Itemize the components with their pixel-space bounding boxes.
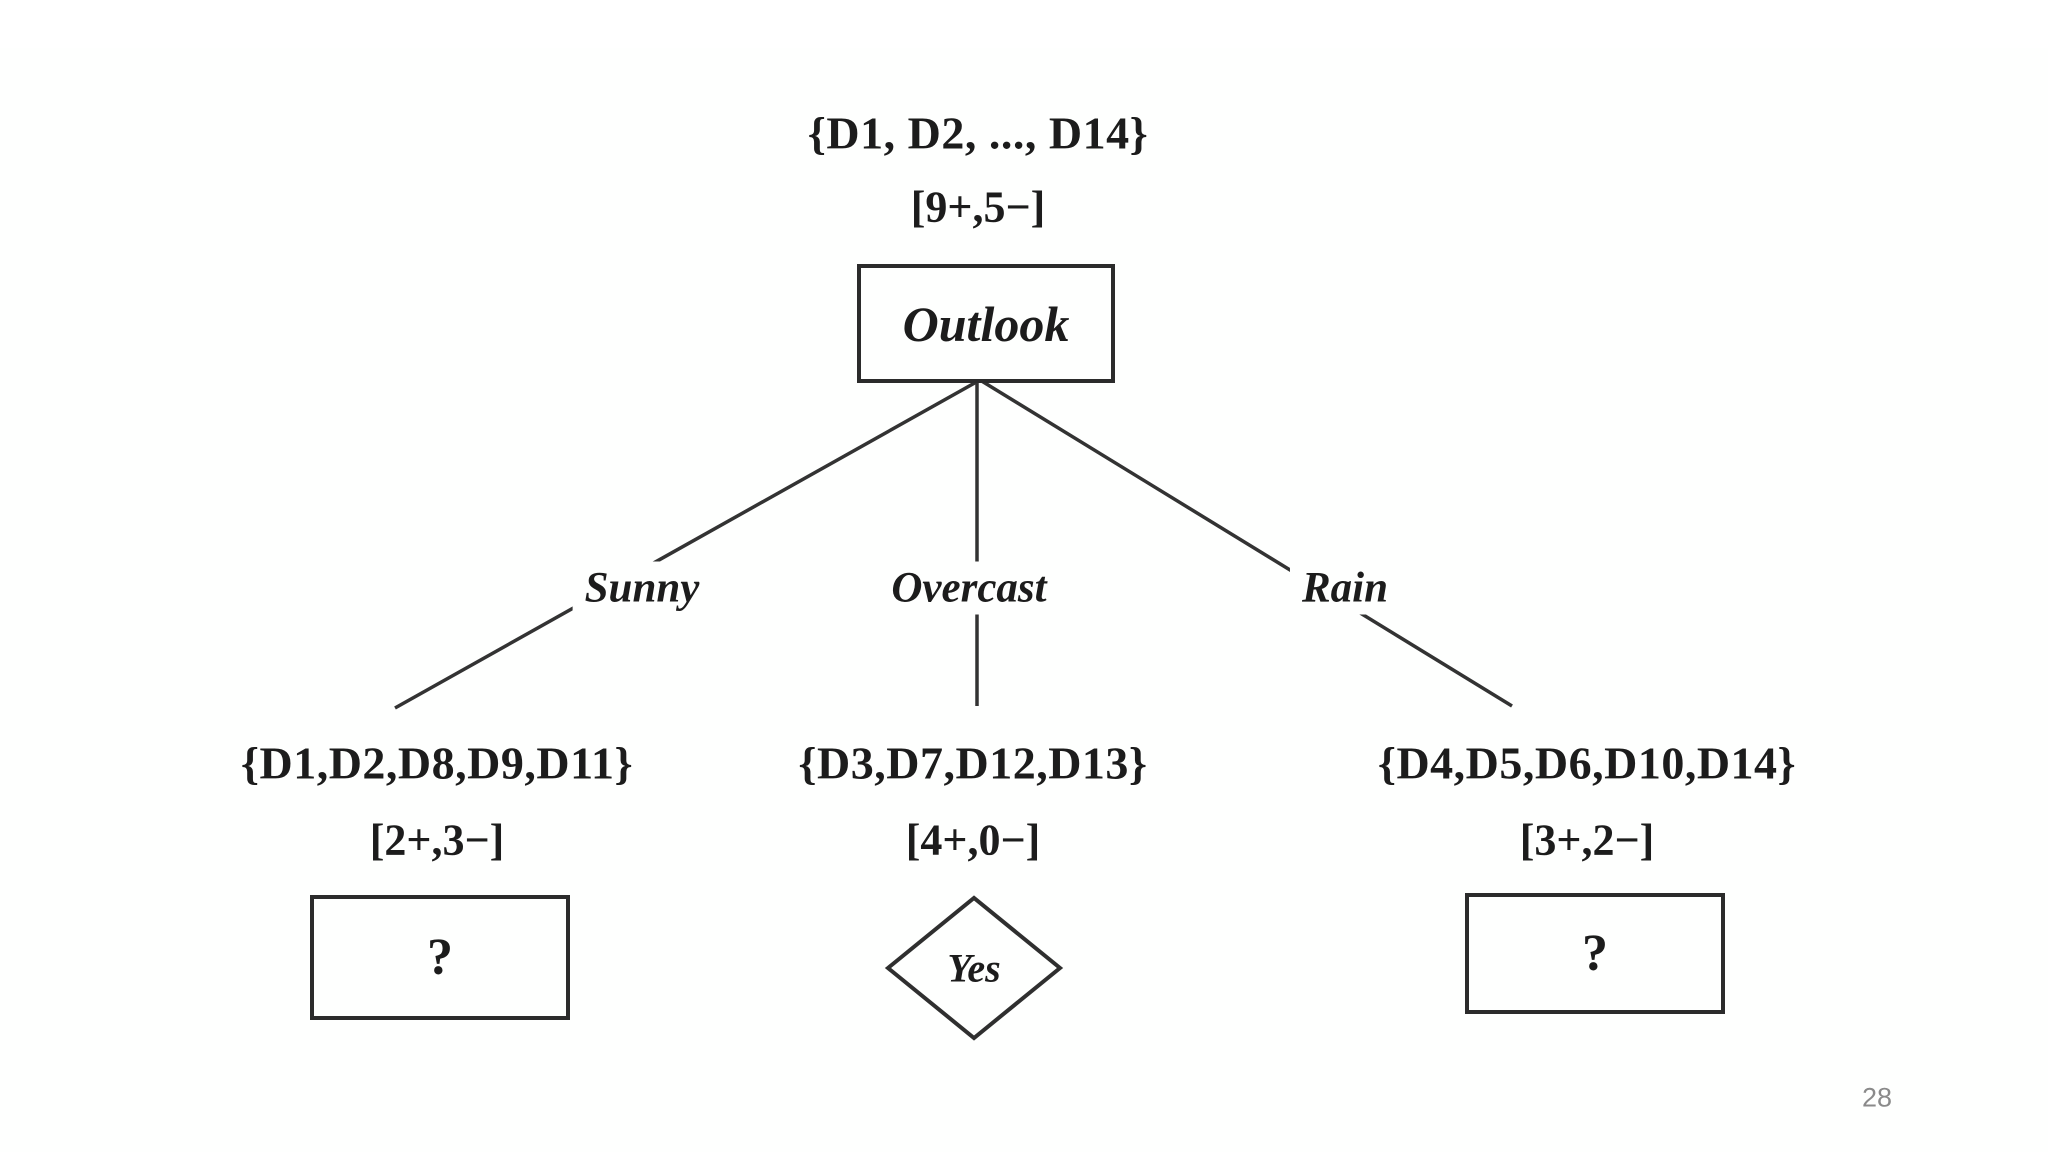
overcast-class-counts: [4+,0−] <box>905 815 1041 865</box>
root-node-label: Outlook <box>902 295 1070 352</box>
slide-top-margin <box>0 0 2048 48</box>
leaf-node-diamond-yes <box>884 895 1064 1041</box>
rain-leaf-node-box: ? <box>1465 893 1725 1014</box>
overcast-sample-set: {D3,D7,D12,D13} <box>798 737 1148 789</box>
sunny-leaf-node-box: ? <box>310 895 570 1020</box>
overcast-leaf-node-label: Yes <box>947 945 1001 991</box>
branch-label-rain: Rain <box>1289 561 1401 615</box>
root-sample-set: {D1, D2, ..., D14} <box>807 107 1149 159</box>
branch-line-sunny <box>394 378 981 710</box>
branch-label-overcast: Overcast <box>879 561 1059 615</box>
sunny-sample-set: {D1,D2,D8,D9,D11} <box>240 737 634 789</box>
sunny-class-counts: [2+,3−] <box>369 815 505 865</box>
rain-class-counts: [3+,2−] <box>1519 815 1655 865</box>
slide-page-number: 28 <box>1861 1082 1893 1113</box>
sunny-leaf-node-label: ? <box>427 929 453 986</box>
branch-line-rain <box>979 378 1513 708</box>
branch-label-sunny: Sunny <box>572 561 712 615</box>
rain-leaf-node-label: ? <box>1582 925 1608 982</box>
root-node-box: Outlook <box>857 264 1115 383</box>
root-class-counts: [9+,5−] <box>910 182 1046 232</box>
rain-sample-set: {D4,D5,D6,D10,D14} <box>1377 737 1797 789</box>
